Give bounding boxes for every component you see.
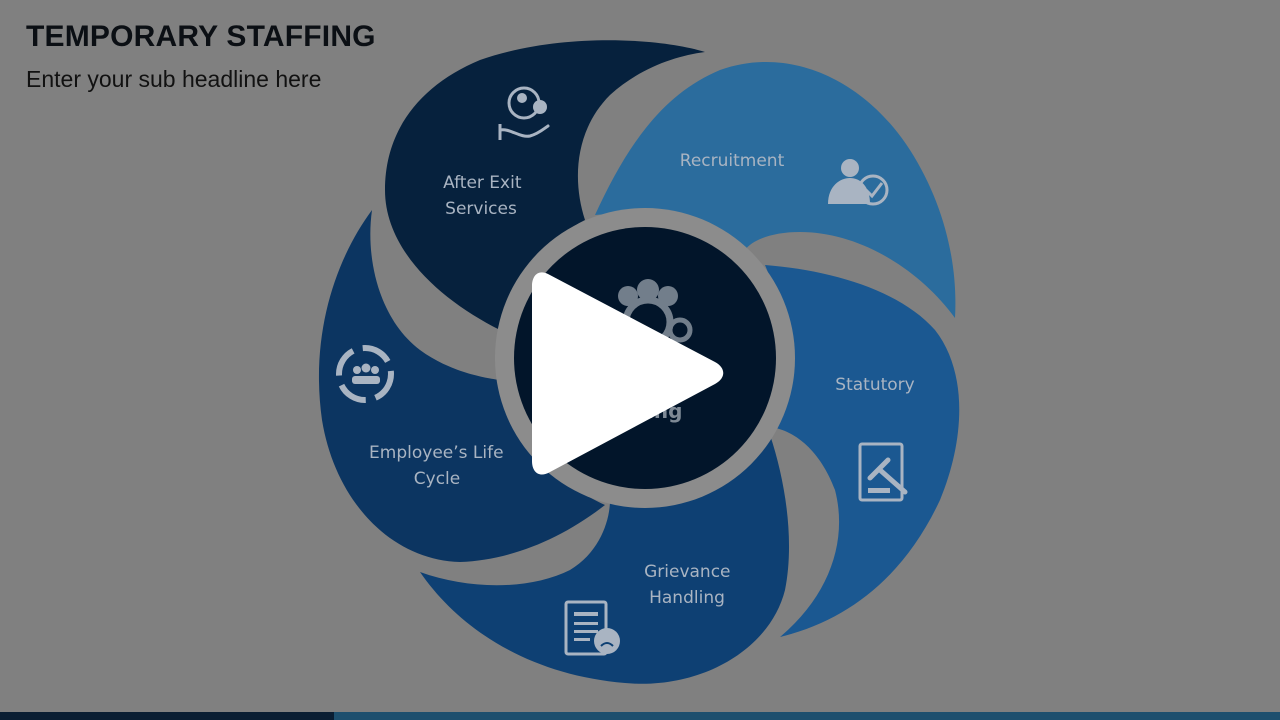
segment-statutory[interactable] <box>765 265 960 637</box>
cycle-people-icon <box>336 345 394 403</box>
segment-recruitment[interactable] <box>595 61 956 318</box>
segment-employee-life-cycle[interactable] <box>318 210 605 562</box>
label-after-exit: After Exit Services <box>443 173 527 219</box>
label-recruitment: Recruitment <box>680 151 785 171</box>
footer-bar-left <box>0 712 334 720</box>
label-grievance: Grievance Handling <box>644 562 736 608</box>
slide-title: TEMPORARY STAFFING <box>26 20 376 53</box>
complaint-document-icon <box>564 600 620 656</box>
slide-subtitle: Enter your sub headline here <box>26 66 322 92</box>
play-icon <box>532 272 724 475</box>
label-statutory: Statutory <box>835 375 914 395</box>
footer-bar <box>0 712 1280 720</box>
footer-bar-right <box>334 712 1280 720</box>
label-employee-life-cycle: Employee’s Life Cycle <box>369 443 509 489</box>
hand-user-remove-icon <box>498 86 550 140</box>
segment-after-exit[interactable] <box>385 40 705 330</box>
user-check-icon <box>828 159 889 206</box>
play-button[interactable] <box>530 266 730 481</box>
gavel-book-icon <box>858 442 908 502</box>
